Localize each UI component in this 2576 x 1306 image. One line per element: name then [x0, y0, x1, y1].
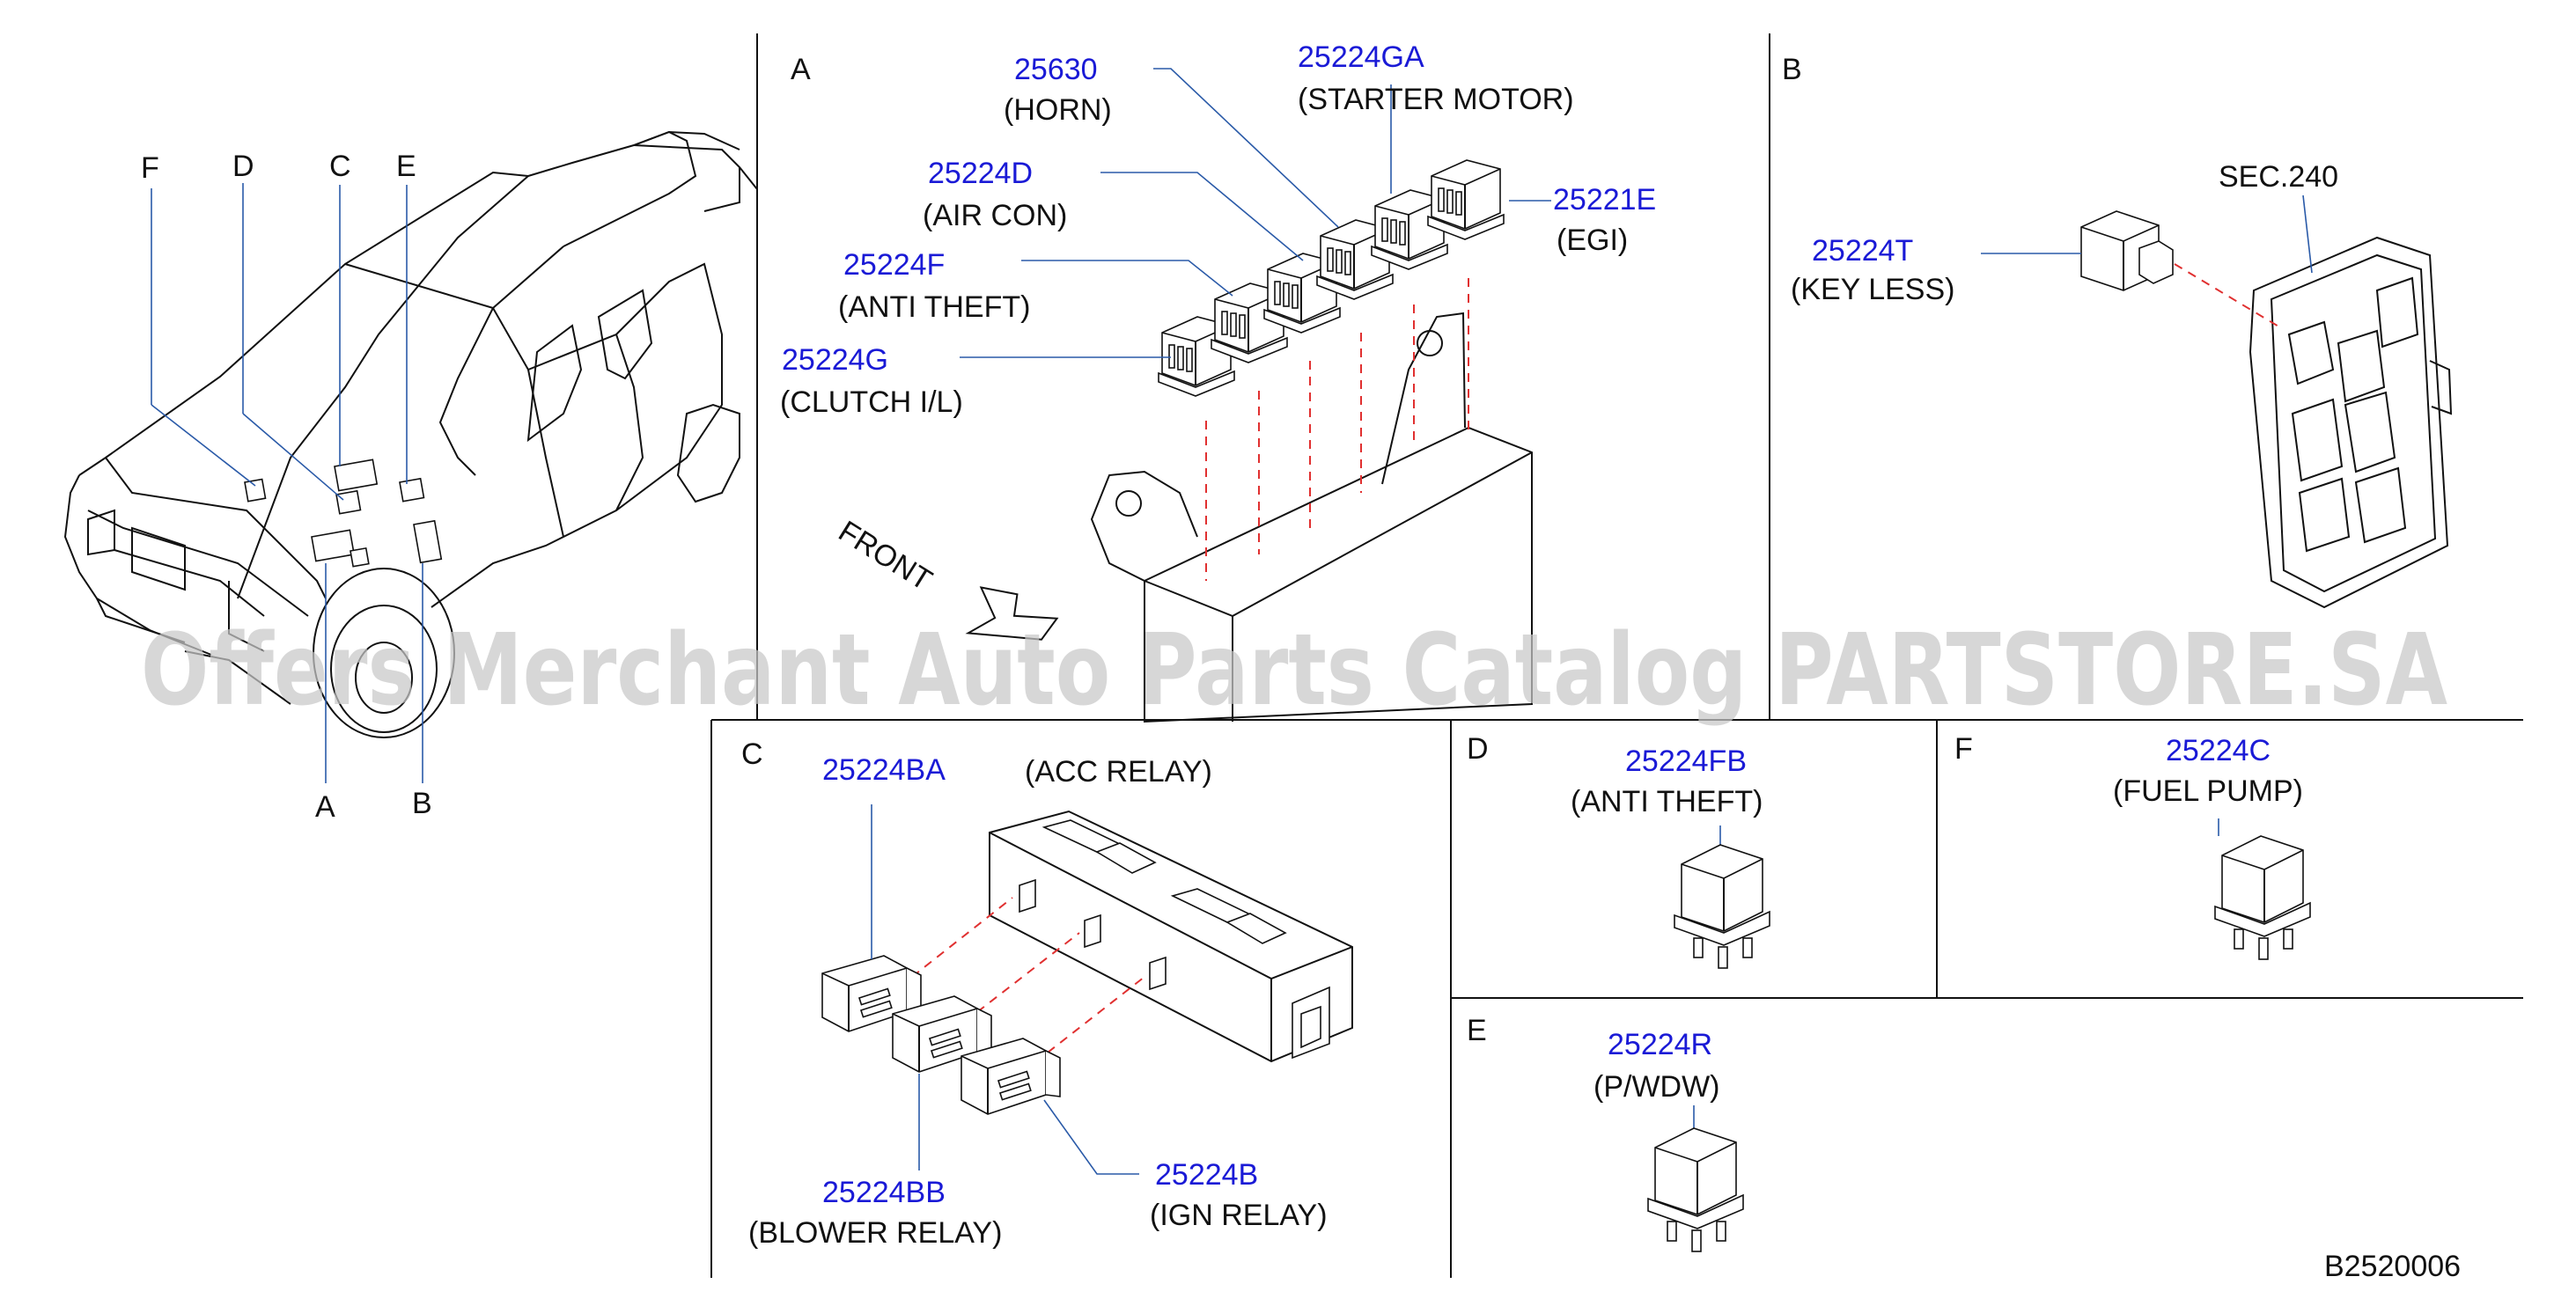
dashed-guides-c	[911, 897, 1145, 1053]
watermark: Offers Merchant Auto Parts Catalog PARTS…	[141, 613, 2447, 728]
callout-e: E	[396, 150, 416, 183]
section-f-label: F	[1954, 732, 1973, 766]
anti-theft-part-number: 25224F	[843, 248, 945, 282]
acc-desc: (ACC RELAY)	[1025, 755, 1212, 789]
diagram-code: B2520006	[2324, 1250, 2461, 1283]
relay-bracket	[1090, 312, 1533, 723]
blower-part-number: 25224BB	[822, 1176, 946, 1209]
leaders-a	[960, 68, 1551, 358]
clutch-desc: (CLUTCH I/L)	[780, 385, 963, 419]
keyless-part-number: 25224T	[1812, 234, 1913, 268]
horn-part-number: 25630	[1014, 53, 1098, 86]
relay-egi	[1427, 159, 1505, 240]
panel-frames	[710, 33, 2523, 1278]
front-label: FRONT	[833, 515, 938, 598]
f-desc: (FUEL PUMP)	[2113, 774, 2303, 808]
relay-d-anti-theft	[1674, 844, 1770, 969]
callout-d: D	[232, 150, 254, 183]
acc-part-number: 25224BA	[822, 753, 946, 787]
section-a-label: A	[791, 53, 811, 86]
d-part-number: 25224FB	[1625, 745, 1747, 778]
section-d-label: D	[1467, 732, 1489, 766]
callout-a: A	[315, 790, 335, 824]
f-part-number: 25224C	[2166, 734, 2271, 767]
section-c-label: C	[741, 737, 763, 771]
relay-f-fuel-pump	[2214, 835, 2311, 960]
clutch-part-number: 25224G	[782, 343, 888, 377]
e-desc: (P/WDW)	[1593, 1070, 1720, 1104]
ign-part-number: 25224B	[1155, 1158, 1258, 1192]
blower-desc: (BLOWER RELAY)	[748, 1216, 1002, 1250]
dashed-guides-a	[1205, 278, 1469, 581]
air-con-desc: (AIR CON)	[923, 199, 1067, 232]
d-desc: (ANTI THEFT)	[1571, 785, 1763, 818]
horn-desc: (HORN)	[1004, 93, 1112, 127]
junction-box-sec240	[2248, 236, 2453, 609]
callout-c: C	[329, 150, 351, 183]
egi-part-number: 25221E	[1553, 183, 1656, 216]
anti-theft-desc: (ANTI THEFT)	[838, 290, 1030, 324]
callout-b: B	[412, 787, 432, 820]
e-part-number: 25224R	[1608, 1028, 1712, 1061]
front-arrow	[965, 586, 1059, 641]
ign-desc: (IGN RELAY)	[1150, 1199, 1328, 1232]
starter-desc: (STARTER MOTOR)	[1298, 83, 1574, 116]
callout-f: F	[141, 151, 159, 185]
section-e-label: E	[1467, 1014, 1487, 1047]
air-con-part-number: 25224D	[928, 157, 1033, 190]
keyless-relay	[2080, 210, 2174, 291]
starter-part-number: 25224GA	[1298, 40, 1424, 74]
leaders-c	[871, 804, 1139, 1175]
keyless-desc: (KEY LESS)	[1791, 273, 1954, 306]
egi-desc: (EGI)	[1557, 224, 1628, 257]
sec-240-ref: SEC.240	[2219, 160, 2338, 194]
section-b-label: B	[1782, 53, 1802, 86]
vehicle-overview	[63, 130, 758, 783]
relay-block-c	[989, 810, 1353, 1063]
relay-e-p-wdw	[1647, 1127, 1744, 1252]
